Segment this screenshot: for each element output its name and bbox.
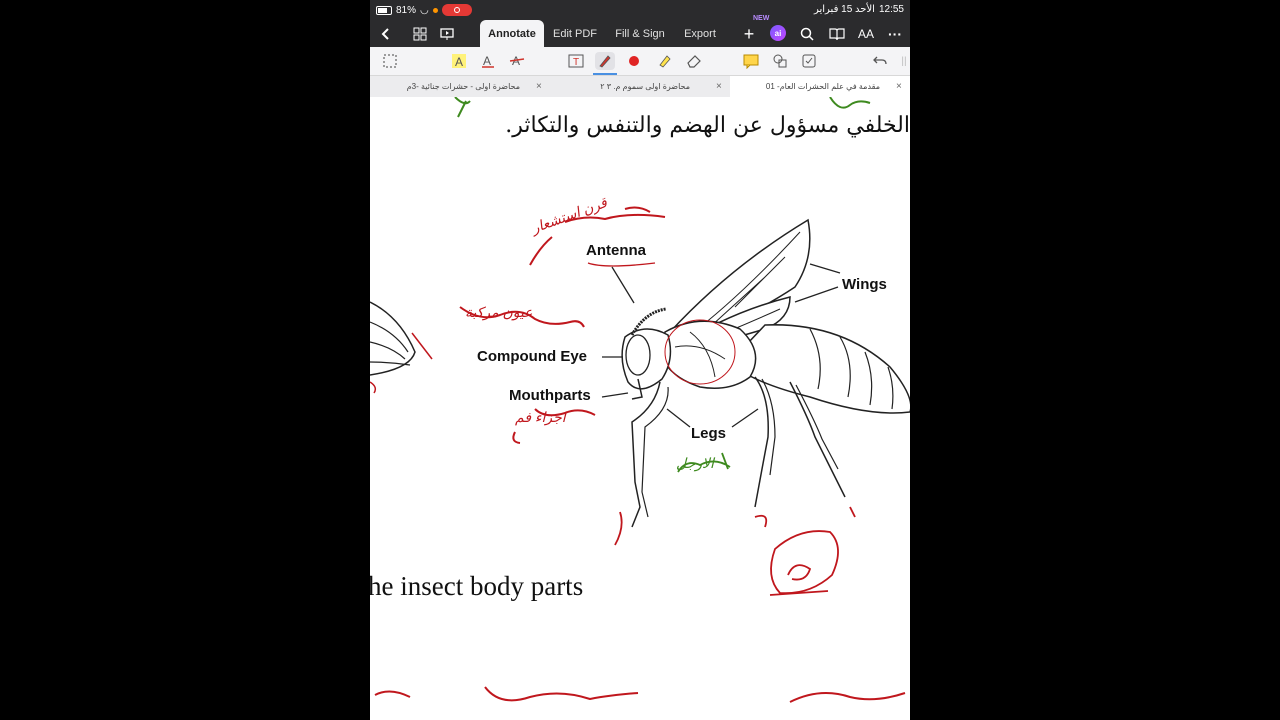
- svg-text:A: A: [483, 54, 491, 68]
- close-icon[interactable]: ×: [716, 81, 722, 92]
- pen-icon[interactable]: [593, 52, 617, 75]
- mic-indicator-icon: [432, 7, 438, 13]
- doc-tab-1[interactable]: × محاضرة اولى - حشرات جنائية -3م: [370, 76, 550, 97]
- battery-percent: 81%: [396, 4, 417, 16]
- status-time: 12:55: [878, 4, 904, 15]
- figure-caption: he insect body parts: [370, 571, 584, 601]
- close-icon[interactable]: ×: [896, 81, 902, 92]
- status-bar: 81% ◡ الأحد 15 فبراير 12:55: [370, 0, 910, 20]
- text-size-icon[interactable]: AA: [857, 27, 874, 41]
- present-icon[interactable]: [437, 24, 457, 44]
- annotation-toolbar: A A A T: [370, 47, 910, 76]
- svg-text:A: A: [455, 55, 463, 69]
- color-picker-red-icon[interactable]: [624, 52, 644, 70]
- ipad-screen: 81% ◡ الأحد 15 فبراير 12:55 Annotate Edi…: [370, 0, 910, 720]
- svg-text:A: A: [512, 54, 520, 68]
- add-icon[interactable]: +: [743, 23, 755, 44]
- new-badge: NEW: [753, 15, 770, 22]
- svg-text:T: T: [573, 57, 579, 68]
- ai-assistant-button[interactable]: ai: [770, 25, 786, 41]
- more-icon[interactable]: ···: [888, 26, 902, 42]
- strikethrough-text-icon[interactable]: A: [507, 52, 527, 70]
- annotation-mouth-arabic: اجزاء فم: [515, 409, 566, 425]
- doc-tab-title: محاضرة اولى - حشرات جنائية -3م: [406, 82, 520, 91]
- doc-tab-2[interactable]: × محاضرة اولى سموم م. ٣ ٢: [550, 76, 730, 97]
- tab-export[interactable]: Export: [684, 27, 716, 40]
- undo-icon[interactable]: [870, 52, 890, 70]
- tab-edit-pdf[interactable]: Edit PDF: [552, 27, 597, 40]
- insect-diagram: [370, 97, 910, 703]
- label-wings: Wings: [842, 276, 887, 293]
- label-legs: Legs: [691, 425, 727, 442]
- battery-icon: [376, 5, 392, 15]
- close-icon[interactable]: ×: [536, 81, 542, 92]
- pdf-page[interactable]: الخلفي مسؤول عن الهضم والتنفس والتكاثر.: [370, 97, 910, 720]
- tab-fill-sign[interactable]: Fill & Sign: [615, 27, 665, 40]
- annotation-eye-arabic: عيون مركبة: [465, 304, 533, 320]
- shapes-icon[interactable]: [770, 52, 790, 70]
- text-box-icon[interactable]: T: [566, 52, 586, 70]
- annotation-legs-arabic: الارجل: [676, 455, 714, 471]
- status-right: الأحد 15 فبراير 12:55: [814, 4, 904, 15]
- eraser-icon[interactable]: [684, 52, 704, 70]
- book-icon[interactable]: [827, 24, 847, 44]
- stamp-icon[interactable]: [799, 52, 819, 70]
- highlighter-icon[interactable]: [655, 52, 675, 70]
- label-mouthparts: Mouthparts: [509, 387, 591, 404]
- doc-tab-title: محاضرة اولى سموم م. ٣ ٢: [600, 82, 690, 91]
- underline-text-icon[interactable]: A: [478, 52, 498, 70]
- screen-record-icon[interactable]: [441, 4, 472, 16]
- page-heading-arabic: الخلفي مسؤول عن الهضم والتنفس والتكاثر.: [505, 113, 910, 138]
- document-tabs: × محاضرة اولى - حشرات جنائية -3م × محاضر…: [370, 76, 910, 98]
- wifi-icon: ◡: [420, 4, 429, 16]
- comment-icon[interactable]: [741, 52, 761, 70]
- label-antenna: Antenna: [586, 242, 646, 259]
- tab-annotate[interactable]: Annotate: [480, 20, 544, 47]
- search-icon[interactable]: [797, 24, 817, 44]
- toolbar-drag-handle-icon[interactable]: ||: [901, 55, 907, 67]
- doc-tab-3-active[interactable]: × مقدمة في علم الحشرات العام- 01: [730, 76, 910, 97]
- label-compound-eye: Compound Eye: [477, 348, 588, 365]
- back-chevron-icon[interactable]: [376, 24, 396, 44]
- highlight-text-icon[interactable]: A: [449, 52, 469, 70]
- status-date: الأحد 15 فبراير: [813, 4, 875, 15]
- status-left: 81% ◡: [376, 4, 472, 16]
- top-nav-bar: Annotate Edit PDF Fill & Sign Export + N…: [370, 15, 910, 47]
- grid-icon[interactable]: [410, 24, 430, 44]
- doc-tab-title: مقدمة في علم الحشرات العام- 01: [765, 82, 880, 91]
- select-icon[interactable]: [380, 52, 400, 70]
